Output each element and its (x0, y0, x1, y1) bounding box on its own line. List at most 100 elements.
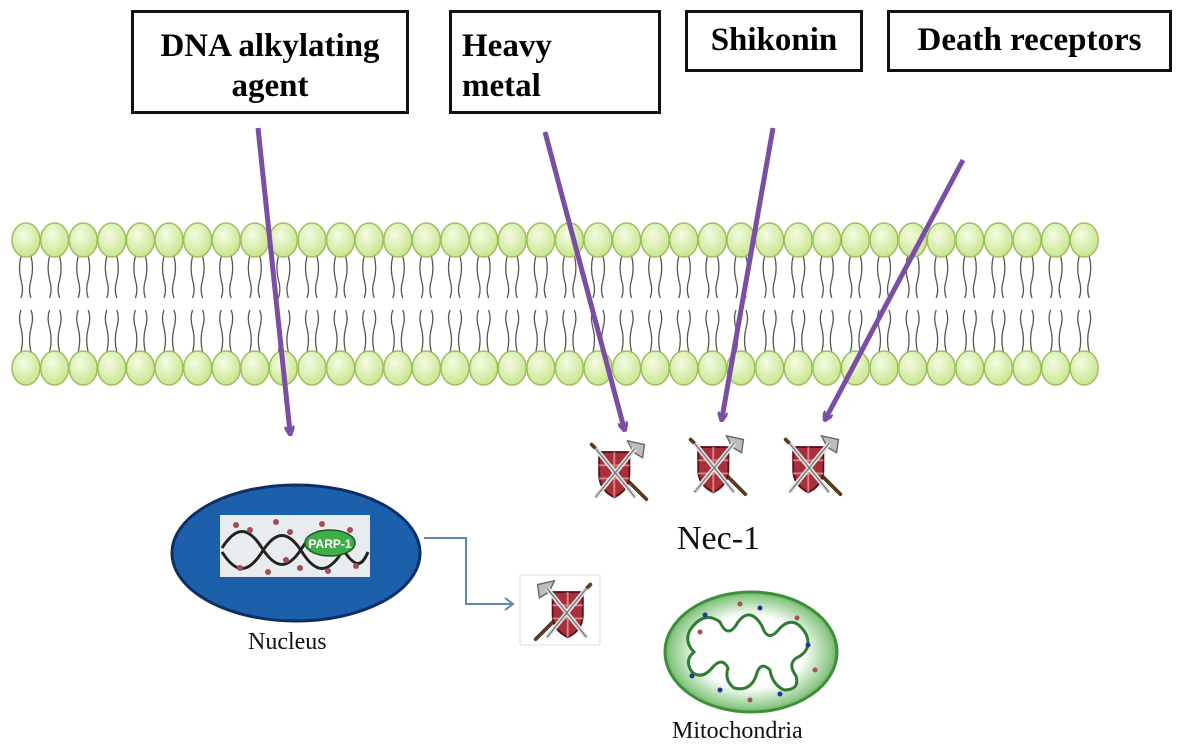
lipid-tail (819, 309, 824, 353)
lipid-tail (457, 309, 463, 353)
lipid-head (268, 222, 299, 258)
mitochondria-label: Mitochondria (672, 718, 803, 744)
lipid-tail (419, 309, 424, 353)
lipid-tails-bottom (18, 309, 1092, 353)
lipid-tail (1019, 309, 1025, 353)
lipid-tail (333, 309, 338, 353)
lipid-head (354, 222, 384, 258)
lipid-tail (648, 255, 653, 299)
lipid-tail (28, 255, 34, 299)
lipid-head (1069, 350, 1099, 386)
lipid-tail (1029, 309, 1035, 353)
lipid-tail (18, 309, 24, 353)
lipid-tail (304, 255, 310, 299)
lipid-head (68, 350, 98, 386)
necrostatin-shield-icon-3 (786, 436, 841, 494)
lipid-tail (247, 309, 252, 353)
lipid-tail (114, 255, 119, 299)
lipid-head (68, 222, 98, 258)
lipid-head (182, 350, 213, 386)
death-receptors-box: Death receptors (887, 10, 1172, 72)
lipid-head (125, 350, 156, 386)
lipid-head (1012, 222, 1042, 258)
dna-alkylating-label-line1: DNA alkylating (160, 28, 380, 64)
lipid-head (440, 350, 470, 386)
lipid-head (497, 222, 527, 258)
lipid-tail (676, 255, 681, 299)
lipid-tail (171, 309, 177, 353)
lipid-tail (161, 255, 167, 299)
lipid-tail (658, 309, 663, 353)
lipid-tail (86, 255, 91, 299)
lipid-head (211, 350, 241, 386)
lipid-head (125, 222, 156, 258)
lipid-tail (505, 309, 510, 353)
lipid-tail (848, 309, 853, 353)
death-receptors-label: Death receptors (917, 22, 1142, 58)
necrostatin-shield-icon-2 (691, 436, 746, 494)
lipid-tail (619, 309, 624, 353)
cell-membrane (11, 222, 1099, 386)
lipid-tail (343, 255, 348, 299)
lipid-tail (372, 309, 377, 353)
lipid-head (669, 222, 699, 258)
lipid-tail (1087, 255, 1092, 299)
dna-alkylating-agent-box: DNA alkylating agent (131, 10, 409, 114)
nucleus-label: Nucleus (248, 629, 327, 655)
lipid-tail (705, 255, 710, 299)
lipid-tail (715, 309, 720, 353)
lipid-tail (686, 309, 691, 353)
lipid-head (325, 350, 356, 386)
lipid-tail (304, 309, 310, 353)
lipid-head (154, 222, 184, 258)
lipid-tail (1048, 255, 1053, 299)
lipid-head (754, 350, 785, 386)
lipid-tail (972, 255, 977, 299)
lipid-tail (333, 255, 338, 299)
lipid-head (325, 222, 356, 258)
lipid-head (640, 350, 670, 386)
lipid-tail (104, 255, 109, 299)
lipid-tail (362, 255, 367, 299)
connector-nucleus-to-shield (424, 537, 512, 605)
lipid-tail (944, 255, 949, 299)
lipid-head (211, 222, 241, 258)
lipid-tail (829, 255, 834, 299)
lipid-tail (991, 309, 996, 353)
heavy-metal-label-line1: Heavy (462, 28, 552, 64)
lipid-tail (848, 255, 853, 299)
lipid-head (1012, 350, 1042, 386)
lipid-tail (1001, 309, 1006, 353)
lipid-tail (619, 255, 624, 299)
parp1-label: PARP-1 (308, 537, 351, 551)
lipid-tail (562, 309, 567, 353)
lipid-head (869, 350, 899, 386)
parp1-badge (304, 529, 356, 557)
lipid-tail (219, 255, 224, 299)
lipid-tail (829, 309, 834, 353)
lipid-tail (944, 309, 949, 353)
lipid-head (955, 222, 985, 258)
lipid-tail (1029, 255, 1035, 299)
lipid-head (297, 350, 327, 386)
heavy-metal-label-line2: metal (462, 67, 541, 104)
lipid-head (39, 350, 70, 386)
dna-alkylating-label-line2: agent (231, 67, 309, 104)
arrow-death-receptors (826, 158, 966, 418)
lipid-tail (648, 309, 653, 353)
lipid-tail (133, 309, 138, 353)
lipid-tail (447, 255, 453, 299)
lipid-tail (400, 309, 405, 353)
lipid-head (383, 350, 413, 386)
lipid-tail (905, 309, 910, 353)
lipid-tail (543, 255, 548, 299)
lipid-head (812, 222, 842, 258)
lipid-tail (886, 309, 892, 353)
lipid-head (955, 350, 985, 386)
lipid-tail (190, 309, 195, 353)
lipid-head (1040, 222, 1071, 258)
lipid-tail (1077, 309, 1082, 353)
lipid-tail (476, 255, 481, 299)
lipid-tail (114, 309, 119, 353)
lipid-tail (876, 255, 882, 299)
